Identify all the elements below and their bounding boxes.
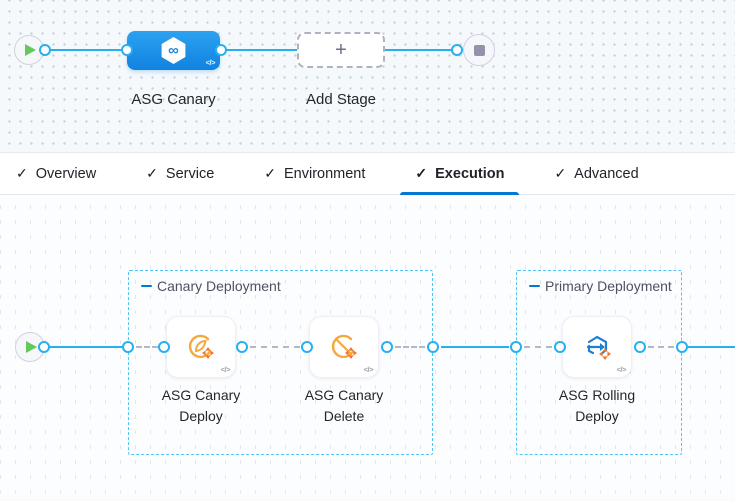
connector-node[interactable]	[451, 44, 463, 56]
tab-label: Overview	[35, 165, 97, 182]
flow-line	[46, 346, 126, 348]
tab-label: Environment	[284, 165, 366, 182]
tab-advanced[interactable]: ✓ Advanced	[538, 153, 654, 194]
collapse-dash-icon	[529, 284, 540, 288]
tab-label: Service	[165, 165, 215, 182]
add-stage-label: Add Stage	[305, 91, 377, 108]
connector-node[interactable]	[381, 341, 393, 353]
group-label-canary[interactable]: Canary Deployment	[141, 278, 281, 294]
cd-hexagon-icon: ∞	[161, 37, 186, 64]
flow-line-dashed	[395, 346, 425, 348]
connector-node[interactable]	[38, 341, 50, 353]
add-stage-button[interactable]: +	[297, 32, 385, 68]
flow-line	[226, 49, 297, 51]
connector-node[interactable]	[158, 341, 170, 353]
group-label-primary[interactable]: Primary Deployment	[529, 278, 672, 294]
connector-node[interactable]	[121, 44, 133, 56]
stage-config-tabbar: ✓ Overview ✓ Service ✓ Environment ✓ Exe…	[0, 152, 735, 195]
connector-node[interactable]	[39, 44, 51, 56]
code-icon: </>	[363, 365, 374, 374]
tab-label: Execution	[435, 165, 505, 182]
pipeline-end-node	[463, 34, 495, 66]
connector-node[interactable]	[634, 341, 646, 353]
tab-service[interactable]: ✓ Service	[130, 153, 230, 194]
plus-icon: +	[335, 38, 347, 61]
stop-icon	[473, 44, 485, 56]
flow-line-dashed	[250, 346, 300, 348]
step-label: ASG Canary Delete	[304, 387, 384, 424]
execution-start-node	[15, 332, 45, 362]
connector-node[interactable]	[510, 341, 522, 353]
check-icon: ✓	[146, 165, 158, 181]
asg-deploy-icon	[188, 334, 214, 359]
step-label: ASG Canary Deploy	[161, 387, 241, 424]
tab-overview[interactable]: ✓ Overview	[0, 153, 112, 194]
asg-delete-icon	[331, 334, 357, 359]
connector-node[interactable]	[215, 44, 227, 56]
connector-node[interactable]	[676, 341, 688, 353]
flow-line	[385, 49, 455, 51]
flow-line-dashed	[524, 346, 552, 348]
stage-node-asg-canary[interactable]: ∞ </>	[127, 31, 220, 70]
infinity-glyph: ∞	[168, 42, 179, 59]
step-group-canary-deployment[interactable]: Canary Deployment	[128, 270, 433, 455]
play-icon	[26, 341, 37, 353]
check-icon: ✓	[554, 165, 567, 181]
asg-rolling-icon	[586, 335, 611, 360]
flow-line	[688, 346, 735, 348]
step-label: ASG Rolling Deploy	[558, 387, 636, 424]
play-icon	[25, 44, 36, 56]
step-asg-rolling-deploy[interactable]: </>	[562, 316, 632, 378]
connector-node[interactable]	[122, 341, 134, 353]
code-icon: </>	[616, 365, 627, 374]
flow-line	[441, 346, 509, 348]
tab-environment[interactable]: ✓ Environment	[248, 153, 381, 194]
check-icon: ✓	[16, 165, 28, 181]
code-icon: </>	[205, 58, 216, 67]
execution-graph-canvas[interactable]: Canary Deployment Primary Deployment	[0, 195, 735, 494]
flow-line-dashed	[648, 346, 674, 348]
group-title: Canary Deployment	[157, 278, 281, 294]
flow-line	[46, 49, 124, 51]
stage-graph-canvas[interactable]: ∞ </> + ASG Canary Add Stage	[0, 0, 735, 152]
check-icon: ✓	[264, 165, 276, 181]
tab-label: Advanced	[574, 165, 639, 182]
connector-node[interactable]	[554, 341, 566, 353]
flow-line-dashed	[136, 346, 158, 348]
active-tab-underline	[400, 192, 520, 195]
connector-node[interactable]	[236, 341, 248, 353]
check-icon: ✓	[415, 165, 428, 181]
group-title: Primary Deployment	[545, 278, 672, 294]
canvas-bottom-edge	[0, 493, 735, 501]
step-asg-canary-delete[interactable]: </>	[309, 316, 379, 378]
step-asg-canary-deploy[interactable]: </>	[166, 316, 236, 378]
step-group-primary-deployment[interactable]: Primary Deployment	[516, 270, 682, 455]
connector-node[interactable]	[427, 341, 439, 353]
collapse-dash-icon	[141, 284, 152, 288]
code-icon: </>	[220, 365, 231, 374]
connector-node[interactable]	[301, 341, 313, 353]
stage-name-label: ASG Canary	[131, 91, 216, 108]
tab-execution[interactable]: ✓ Execution	[399, 153, 520, 195]
